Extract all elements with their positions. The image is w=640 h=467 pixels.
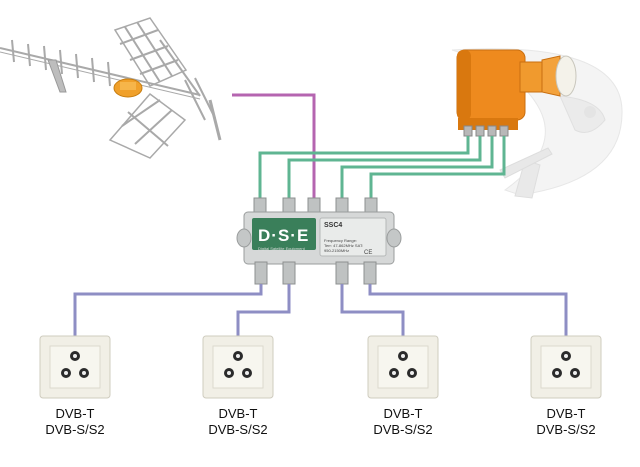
outlet-label-line1: DVB-T — [546, 406, 586, 421]
multiswitch-spec: Frequency Range: Terr: 47-862MHz SAT: 95… — [324, 238, 364, 253]
outlet-label-line2: DVB-S/S2 — [208, 422, 268, 437]
wall-outlet-4 — [530, 335, 602, 399]
terrestrial-cable — [232, 93, 316, 200]
multiswitch-brand: D·S·E — [258, 226, 310, 245]
multiswitch-model: SSC4 — [324, 222, 343, 229]
outlet-cables — [73, 284, 568, 336]
outlet-cable-1 — [73, 284, 263, 336]
wall-outlet-3 — [367, 335, 439, 399]
sat-cable-4 — [369, 136, 506, 200]
wall-outlet-1 — [39, 335, 111, 399]
terrestrial-antenna-icon — [0, 17, 222, 159]
outlet-label-line2: DVB-S/S2 — [536, 422, 596, 437]
outlet-label-2: DVB-T DVB-S/S2 — [178, 406, 298, 438]
outlet-label-1: DVB-T DVB-S/S2 — [15, 406, 135, 438]
outlet-label-line1: DVB-T — [55, 406, 95, 421]
outlet-label-3: DVB-T DVB-S/S2 — [343, 406, 463, 438]
wall-outlet-2 — [202, 335, 274, 399]
outlet-label-4: DVB-T DVB-S/S2 — [506, 406, 626, 438]
satellite-cables — [258, 136, 506, 200]
outlet-cable-2 — [236, 284, 291, 336]
outlet-label-line1: DVB-T — [218, 406, 258, 421]
outlet-cable-3 — [340, 284, 405, 336]
multiswitch-icon — [236, 197, 402, 285]
outlet-label-line2: DVB-S/S2 — [373, 422, 433, 437]
satellite-dish-icon — [451, 48, 623, 199]
multiswitch-subtitle: Digital Satellite Equipment — [258, 246, 305, 251]
multiswitch-ce-mark: CE — [364, 250, 373, 256]
outlet-label-line1: DVB-T — [383, 406, 423, 421]
outlet-label-line2: DVB-S/S2 — [45, 422, 105, 437]
lnb-icon — [456, 49, 577, 137]
antenna-amplifier-icon — [113, 78, 143, 98]
sat-cable-2 — [287, 136, 482, 200]
sat-cable-3 — [340, 136, 494, 200]
sat-cable-1 — [258, 136, 470, 200]
outlet-cable-4 — [368, 284, 568, 336]
